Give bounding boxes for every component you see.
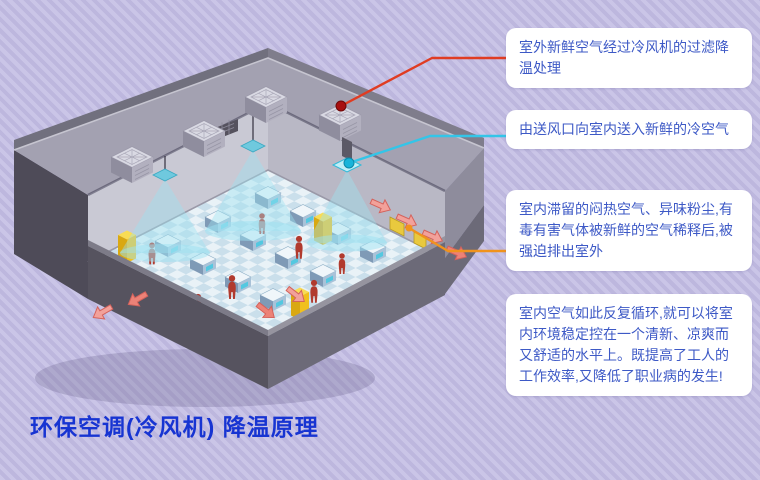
callout-box-supply-air: 由送风口向室内送入新鲜的冷空气 [506,110,752,149]
diffuser-cone [205,150,301,231]
callout-box-exhaust: 室内滞留的闷热空气、异味粉尘,有毒有害气体被新鲜的空气稀释后,被强迫排出室外 [506,190,752,271]
wall-floor-junction [87,169,446,263]
callout-text: 室内滞留的闷热空气、异味粉尘,有毒有害气体被新鲜的空气稀释后,被强迫排出室外 [519,201,733,259]
callout-box-fresh-air: 室外新鲜空气经过冷风机的过滤降温处理 [506,28,752,88]
callout-text: 由送风口向室内送入新鲜的冷空气 [519,121,729,137]
diffuser-cone [307,170,387,243]
diffuser-head [152,168,178,182]
callout-text: 室外新鲜空气经过冷风机的过滤降温处理 [519,39,729,76]
diffuser-cone [120,179,210,253]
page-title: 环保空调(冷风机) 降温原理 [30,414,319,440]
outer-west-wall [14,150,88,299]
parapet-left [14,48,268,150]
diffuser-head [240,139,266,153]
cool-air-diffusers [120,112,387,262]
callout-box-circulation: 室内空气如此反复循环,就可以将室内环境稳定控在一个清新、凉爽而又舒适的水平上。既… [506,294,752,396]
front-cutaway-walls [88,236,445,389]
callout-text: 室内空气如此反复循环,就可以将室内环境稳定控在一个清新、凉爽而又舒适的水平上。既… [519,305,733,384]
factory-cutaway-illustration [13,48,485,407]
